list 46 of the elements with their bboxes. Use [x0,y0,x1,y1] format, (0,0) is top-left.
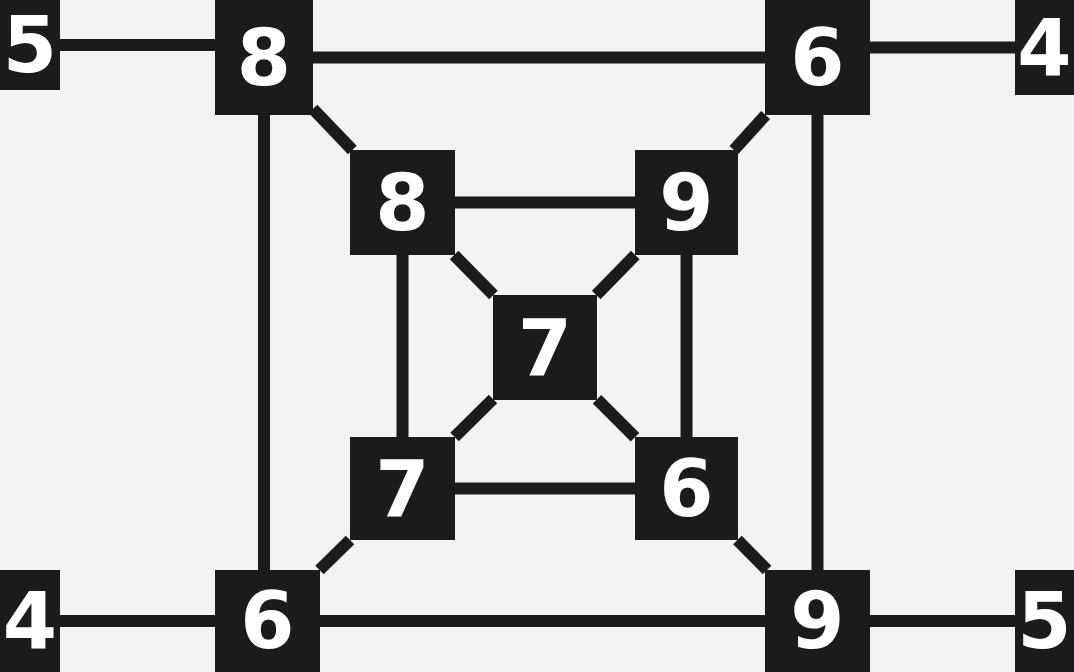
connector-line [870,615,1015,627]
cell-number: 5 [1017,582,1072,660]
number-box [635,437,738,540]
connector-line [396,255,409,437]
connector-line [450,394,498,442]
connector-line [315,535,355,575]
connector-line [308,104,357,155]
connector-line [258,115,270,570]
number-box [215,0,313,115]
connector-line [811,115,824,570]
connector-line [733,535,772,575]
connector-line [680,255,693,437]
connector-line [455,482,635,495]
cell-number: 6 [240,582,295,660]
connector-line [60,39,215,51]
connector-line [313,51,765,64]
cell-number: 5 [2,6,58,84]
cell-number: 6 [659,449,714,528]
number-box [1015,0,1074,95]
number-box [493,295,597,400]
connector-line [592,395,640,442]
number-box [765,0,870,115]
cell-number: 4 [1017,8,1072,87]
connector-line [449,250,498,300]
cell-number: 6 [790,18,845,97]
number-box [1015,570,1074,672]
connector-line [60,615,215,627]
connector-line [320,615,765,627]
number-box [350,437,455,540]
cell-number: 9 [790,582,845,660]
cell-number: 7 [375,449,430,528]
cell-number: 8 [236,18,292,97]
cell-number: 8 [375,163,430,242]
number-box [0,0,60,90]
connector-line [455,196,635,209]
cell-number: 9 [659,163,714,242]
cell-number: 4 [2,582,58,660]
number-box [765,570,870,672]
connector-line [591,250,640,300]
connector-line [870,41,1015,54]
number-box [215,570,320,672]
number-box [0,570,60,672]
number-box [350,150,455,255]
number-box [635,150,738,255]
connector-line [729,111,770,155]
cell-number: 7 [517,308,573,387]
